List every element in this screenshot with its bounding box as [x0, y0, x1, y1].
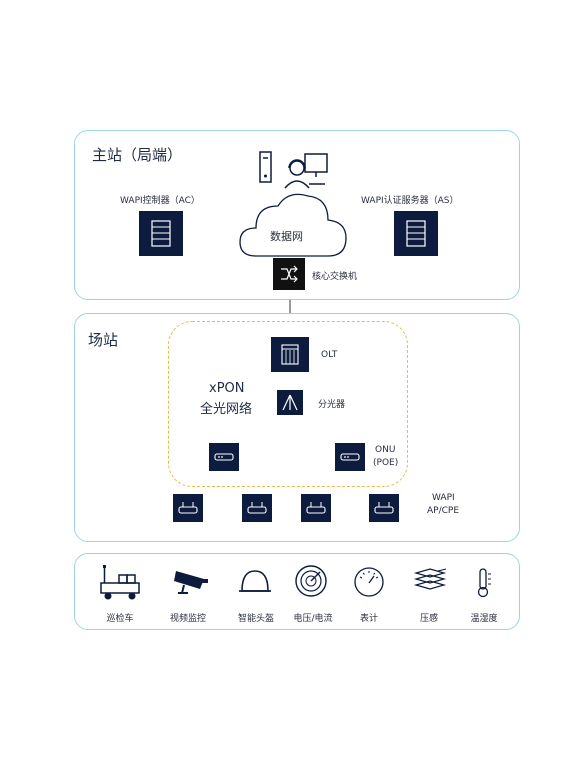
- onu-sub-label: (POE): [373, 458, 399, 468]
- ap-device-1: [173, 494, 203, 522]
- onu-icon: [340, 453, 360, 461]
- ap-icon: [306, 502, 326, 514]
- splitter-label: 分光器: [318, 400, 346, 410]
- core-switch: [273, 258, 305, 290]
- device-label-pressure: 压感: [419, 614, 438, 624]
- operator-workstation-icon: [259, 151, 328, 189]
- main-station-title: 主站（局端）: [92, 146, 183, 164]
- olt-chassis-icon: [281, 344, 299, 365]
- patrol-vehicle-icon: [100, 565, 140, 600]
- wapi-as-server: [394, 211, 438, 256]
- pressure-sensor-icon: [413, 568, 447, 590]
- onu-device-left: [209, 443, 239, 471]
- ap-device-2: [242, 494, 272, 522]
- device-label-voltage: 电压/电流: [293, 614, 333, 624]
- smart-helmet-icon: [239, 570, 271, 592]
- thermometer-icon: [477, 568, 491, 598]
- cloud-label: 数据网: [270, 230, 303, 243]
- device-label-patrol: 巡检车: [106, 614, 134, 624]
- onu-icon: [214, 453, 234, 461]
- voltage-current-meter-icon: [295, 565, 327, 597]
- devices-panel: [74, 553, 520, 630]
- xpon-label-2: 全光网络: [200, 402, 253, 417]
- xpon-label-1: xPON: [209, 381, 245, 396]
- ap-device-3: [301, 494, 331, 522]
- switch-arrows-icon: [281, 265, 298, 283]
- onu-device-right: [335, 443, 365, 471]
- ap-icon: [374, 502, 394, 514]
- as-label: WAPI认证服务器（AS）: [361, 196, 459, 206]
- device-label-helmet: 智能头盔: [237, 614, 274, 624]
- device-label-temperature: 温湿度: [470, 614, 498, 624]
- switch-label: 核心交换机: [312, 272, 358, 282]
- field-station-title: 场站: [88, 331, 119, 349]
- ap-icon: [178, 502, 198, 514]
- ac-label: WAPI控制器（AC）: [120, 196, 200, 206]
- server-icon: [151, 220, 171, 247]
- splitter-icon: [282, 394, 298, 411]
- ap-device-4: [369, 494, 399, 522]
- ap-label-2: AP/CPE: [427, 506, 460, 516]
- optical-splitter: [277, 390, 303, 415]
- onu-label: ONU: [375, 445, 396, 455]
- ap-label-1: WAPI: [432, 493, 455, 503]
- cloud-icon: [239, 193, 347, 257]
- device-label-camera: 视频监控: [169, 614, 206, 624]
- gauge-meter-icon: [354, 567, 384, 597]
- wapi-ac-server: [139, 211, 183, 256]
- olt-device: [271, 337, 309, 372]
- ap-icon: [247, 502, 267, 514]
- device-label-meter: 表计: [359, 614, 378, 624]
- surveillance-camera-icon: [174, 571, 208, 594]
- xpon-area: [168, 321, 408, 487]
- olt-label: OLT: [321, 350, 338, 360]
- server-icon: [406, 220, 426, 247]
